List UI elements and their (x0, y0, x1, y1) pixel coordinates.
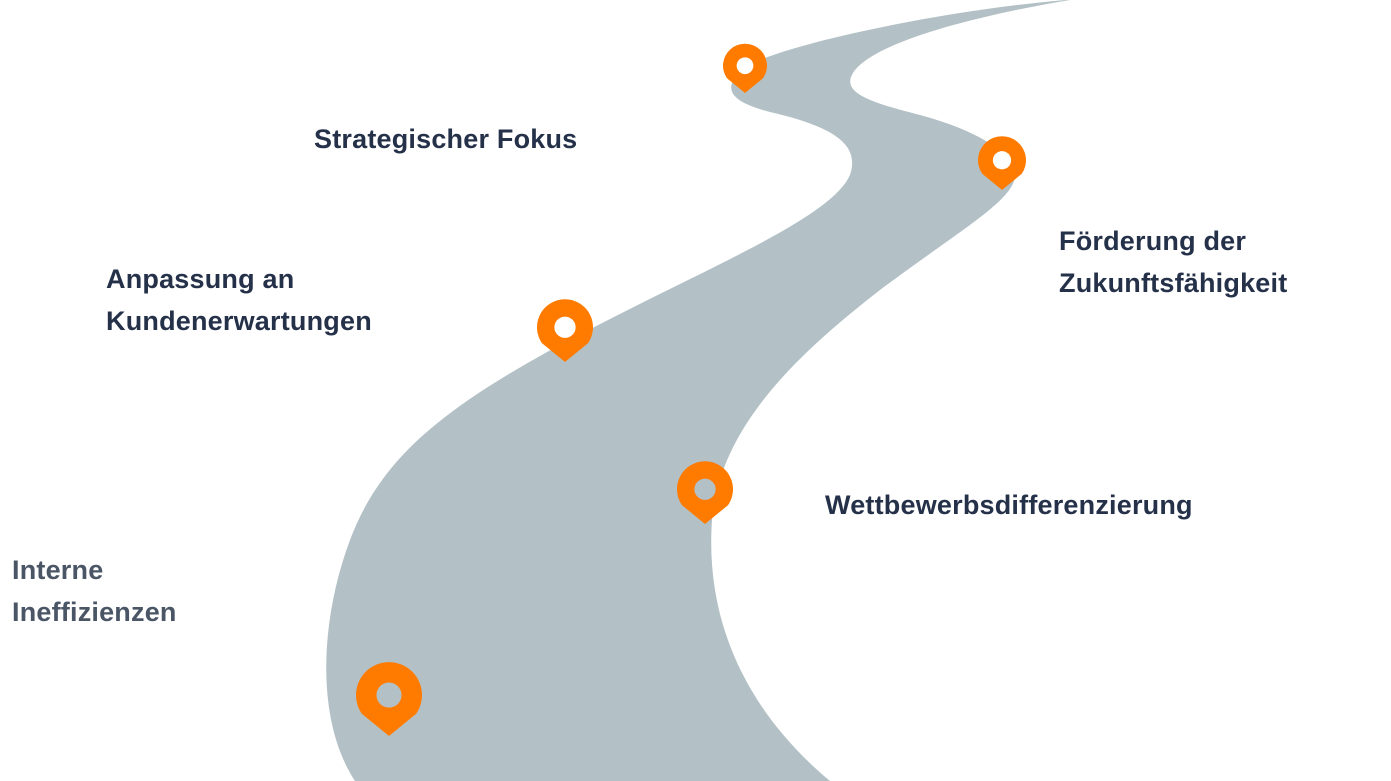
milestone-label-line: Zukunftsfähigkeit (1059, 268, 1288, 298)
map-pin-icon (537, 299, 594, 362)
map-pin-hole (736, 57, 754, 75)
map-pin-icon (677, 461, 734, 524)
milestone-label-line: Ineffizienzen (12, 597, 177, 627)
milestone-label-foerderung-der-zukunftsfaehigkeit: Förderung der Zukunftsfähigkeit (1059, 220, 1287, 304)
milestone-label-line: Interne (12, 555, 104, 585)
milestone-label-anpassung-an-kundenerwartungen: Anpassung an Kundenerwartungen (106, 258, 372, 342)
milestone-label-strategischer-fokus: Strategischer Fokus (314, 118, 577, 160)
map-pin-hole (694, 478, 716, 500)
milestone-label-line: Förderung der (1059, 226, 1247, 256)
map-pin-hole (992, 151, 1012, 170)
milestone-label-line: Anpassung an (106, 264, 295, 294)
map-pin-icon (356, 662, 422, 736)
milestone-label-wettbewerbsdifferenzierung: Wettbewerbsdifferenzierung (825, 484, 1193, 526)
milestone-label-line: Wettbewerbsdifferenzierung (825, 490, 1193, 520)
winding-road (326, 0, 1070, 781)
milestone-label-interne-ineffizienzen: Interne Ineffizienzen (12, 549, 177, 633)
map-pin-hole (554, 316, 576, 338)
milestone-label-line: Kundenerwartungen (106, 306, 372, 336)
milestone-label-line: Strategischer Fokus (314, 124, 578, 154)
map-pin-icon (723, 43, 768, 93)
map-pin-icon (978, 136, 1027, 190)
map-pin-hole (376, 682, 402, 708)
